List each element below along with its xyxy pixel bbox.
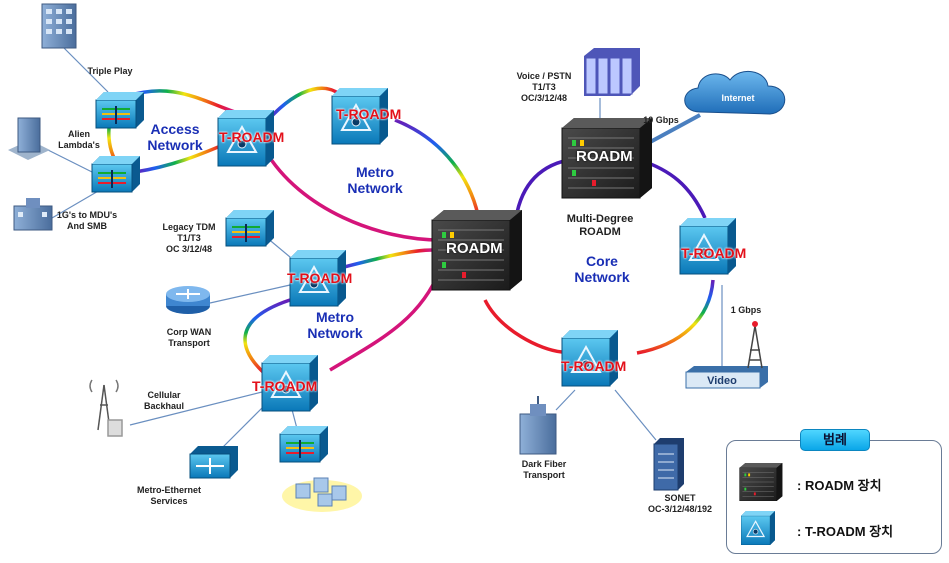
access-mux-top-icon: [95, 91, 145, 129]
internet-cloud-icon: [684, 71, 786, 115]
video-display-icon: [685, 366, 768, 389]
corp-wan-label: Corp WAN Transport: [166, 327, 212, 348]
pstn-servers-icon: [584, 48, 640, 96]
building-icon: [41, 3, 77, 49]
metro-ring-top: [263, 118, 480, 242]
legend-roadm-entry: : ROADM 장치: [797, 478, 882, 493]
cellular-backhaul-label: Cellular Backhaul: [143, 390, 185, 411]
one-gbps-label: 1 Gbps: [730, 305, 762, 315]
core-network-label: Core Network: [574, 253, 630, 285]
sonet-box-icon: [653, 438, 684, 491]
video-label: Video: [707, 375, 737, 387]
troadm-metro-top-label: T-ROADM: [336, 106, 402, 122]
access-mux-bottom-icon: [91, 155, 141, 193]
sonet-label: SONET OC-3/12/48/192: [647, 493, 713, 514]
cell-tower-icon: [89, 379, 123, 437]
legacy-tdm-mux-icon: [225, 209, 275, 247]
roadm-center-label: ROADM: [446, 240, 503, 257]
storage-cluster-icon: [282, 477, 362, 512]
multi-degree-roadm-caption: Multi-Degree ROADM: [566, 213, 634, 238]
legacy-tdm-label: Legacy TDM T1/T3 OC 3/12/48: [162, 222, 216, 254]
legend-troadm-entry: : T-ROADM 장치: [797, 524, 894, 539]
legend-roadm-icon: [739, 463, 783, 501]
dark-fiber-building-icon: [519, 396, 557, 455]
access-network-label: Access Network: [147, 121, 203, 153]
metro-ethernet-mux-icon: [279, 425, 329, 463]
corp-wan-router-icon: [166, 286, 210, 314]
troadm-metro-bottom-label: T-ROADM: [252, 378, 318, 394]
troadm-access-label: T-ROADM: [219, 129, 285, 145]
troadm-core-right-label: T-ROADM: [681, 245, 747, 261]
triple-play-label: Triple Play: [87, 66, 133, 76]
troadm-core-bottom-label: T-ROADM: [561, 358, 627, 374]
troadm-metro-mid-label: T-ROADM: [287, 270, 353, 286]
alien-lambdas-label: Alien Lambda's: [58, 129, 100, 150]
ethernet-switch-icon: [189, 446, 238, 479]
metro-network-top-label: Metro Network: [347, 164, 403, 196]
metro-ethernet-label: Metro-Ethernet Services: [136, 485, 201, 506]
legend-title: 범례: [800, 429, 870, 451]
legend-box: 범례 : ROADM 장치 : T-ROADM 장치: [726, 429, 942, 554]
voice-pstn-label: Voice / PSTN T1/T3 OC/3/12/48: [516, 71, 572, 103]
legend-troadm-icon: [741, 511, 775, 545]
server-tower-icon: [8, 117, 50, 160]
mdu-smb-label: 1G's to MDU's And SMB: [56, 210, 118, 231]
metro-network-mid-label: Metro Network: [307, 309, 363, 341]
office-icon: [13, 198, 53, 231]
dark-fiber-label: Dark Fiber Transport: [521, 459, 567, 480]
roadm-core-label: ROADM: [576, 148, 633, 165]
ten-gbps-label: 10 Gbps: [643, 115, 679, 125]
internet-label: Internet: [721, 93, 755, 103]
broadcast-tower-icon: [747, 321, 763, 369]
